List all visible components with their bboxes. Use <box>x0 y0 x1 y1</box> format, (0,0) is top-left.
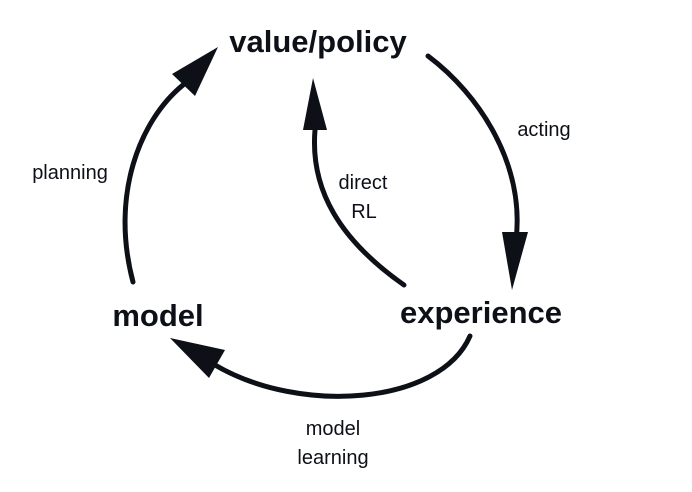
label-acting: acting <box>517 119 570 141</box>
model-learning-arrowhead <box>170 338 225 378</box>
label-direct: direct <box>339 172 388 194</box>
direct-rl-arrowhead <box>303 78 327 130</box>
direct-rl-arrow <box>311 127 407 288</box>
acting-arrowhead <box>502 232 528 290</box>
node-experience: experience <box>400 295 562 330</box>
planning-arrow <box>122 82 186 285</box>
model-learning-arrow <box>212 333 473 399</box>
label-planning: planning <box>32 162 108 184</box>
label-learning: learning <box>297 447 368 469</box>
acting-arrow <box>425 53 520 243</box>
node-value-policy: value/policy <box>229 24 407 59</box>
node-model: model <box>112 298 203 333</box>
label-model: model <box>306 418 360 440</box>
planning-arrowhead <box>172 47 218 96</box>
label-rl: RL <box>351 201 377 223</box>
